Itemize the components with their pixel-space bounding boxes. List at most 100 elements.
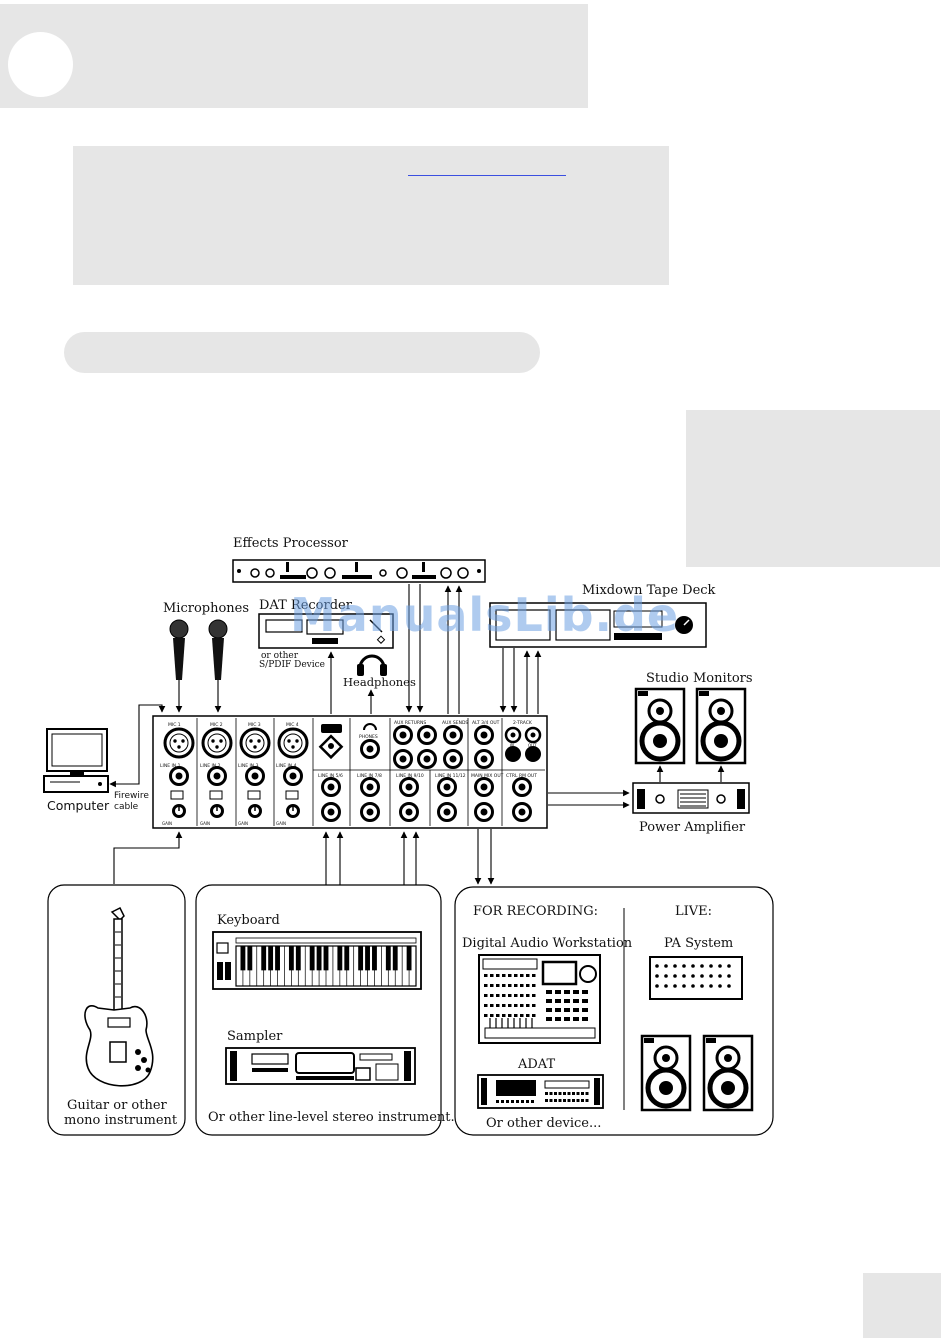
effects-processor: Effects Processor [232,536,486,583]
section-pill [64,332,540,373]
studio-monitor-left-icon [636,689,684,763]
aux-return-3-jack[interactable] [393,749,413,769]
side-note-box [686,410,940,567]
ctrl-rm-out-l-jack[interactable] [512,777,532,797]
aux-return-4-jack[interactable] [417,749,437,769]
svg-text:CTRL RM OUT: CTRL RM OUT [506,773,537,779]
other-device-label: Or other device... [486,1116,601,1131]
pa-system-icon [649,956,743,1000]
svg-text:AUX RETURNS: AUX RETURNS [394,720,426,726]
ctrl-rm-out-r-jack[interactable] [512,802,532,822]
sampler-label: Sampler [227,1029,283,1044]
daw-label: Digital Audio Workstation [462,936,633,951]
svg-text:LINE IN 7/8: LINE IN 7/8 [357,773,382,779]
line-in-6-jack[interactable] [321,802,341,822]
headphones-label: Headphones [343,675,416,689]
gain-knob-1[interactable] [171,803,187,819]
dat-or-other: or other [261,651,299,661]
aux-return-2-jack[interactable] [417,725,437,745]
computer-icon [43,728,109,793]
microphones: Microphones [163,601,249,680]
line-in-9-jack[interactable] [399,777,419,797]
line-in-10-jack[interactable] [399,802,419,822]
phones-jack[interactable] [360,739,380,759]
header-bar [0,4,588,108]
mic-3-xlr-input[interactable] [239,727,271,759]
chapter-circle [8,32,73,97]
main-mix-out-l-jack[interactable] [474,777,494,797]
computer-label: Computer [47,798,110,813]
line-in-8-jack[interactable] [360,802,380,822]
keyboard-icon [212,931,422,990]
power-amplifier-label: Power Amplifier [639,820,746,835]
svg-text:LINE IN 9/10: LINE IN 9/10 [396,773,424,779]
svg-text:PHONES: PHONES [359,734,378,740]
line-in-12-jack[interactable] [437,802,457,822]
svg-text:LINE IN 3: LINE IN 3 [238,763,259,769]
firewire-port[interactable] [321,724,342,733]
mic-1-xlr-input[interactable] [163,727,195,759]
svg-text:AUX SENDS: AUX SENDS [442,720,468,726]
svg-text:MIC 3: MIC 3 [248,722,261,728]
guitar-box: Guitar or other mono instrument [47,884,186,1136]
aux-send-1-jack[interactable] [443,725,463,745]
line-in-4-jack[interactable] [283,766,303,786]
adat-icon [477,1074,604,1109]
headphones: Headphones [343,654,416,689]
gain-knob-2[interactable] [209,803,225,819]
output-devices-box: FOR RECORDING: LIVE: Digital Audio Works… [454,886,774,1136]
note-box [73,146,669,285]
aux-send-2-jack[interactable] [443,749,463,769]
microphone-2-icon [208,619,228,680]
mic-4-xlr-input[interactable] [277,727,309,759]
mixdown-tape-deck-label: Mixdown Tape Deck [582,583,716,598]
svg-text:LINE IN 11/12: LINE IN 11/12 [435,773,466,779]
svg-text:GAIN: GAIN [238,821,248,826]
studio-monitor-right-icon [697,689,745,763]
gain-knob-4[interactable] [285,803,301,819]
svg-text:OUT: OUT [528,743,537,748]
svg-text:GAIN: GAIN [162,821,172,826]
guitar-icon [84,906,154,1087]
dat-recorder: DAT Recorder or other S/PDIF Device [258,598,394,670]
note-link[interactable] [408,175,566,176]
main-mix-out-r-jack[interactable] [474,802,494,822]
aux-return-1-jack[interactable] [393,725,413,745]
svg-text:GAIN: GAIN [276,821,286,826]
studio-monitors-label: Studio Monitors [646,671,753,686]
adat-label: ADAT [517,1057,555,1072]
guitar-label-line2: mono instrument [64,1113,178,1128]
line-in-7-jack[interactable] [360,777,380,797]
mixdown-tape-deck: Mixdown Tape Deck [489,583,716,648]
keyboard-label: Keyboard [217,913,280,928]
daw-icon [478,954,601,1044]
guitar-label-line1: Guitar or other [67,1098,168,1113]
mic-2-xlr-input[interactable] [201,727,233,759]
svg-text:LINE IN 2: LINE IN 2 [200,763,221,769]
line-in-1-jack[interactable] [169,766,189,786]
svg-text:IN: IN [510,743,514,748]
gain-knob-3[interactable] [247,803,263,819]
page-number-box [863,1273,941,1338]
studio-monitors: Studio Monitors [636,671,753,763]
power-amplifier: Power Amplifier [632,782,750,835]
line-in-11-jack[interactable] [437,777,457,797]
alt-out-4-jack[interactable] [474,749,494,769]
live-label: LIVE: [675,904,712,919]
microphones-label: Microphones [163,601,249,616]
svg-text:MIC 4: MIC 4 [286,722,299,728]
headphones-icon [357,654,387,676]
line-in-2-jack[interactable] [207,766,227,786]
svg-text:ALT 3/4 OUT: ALT 3/4 OUT [472,720,500,726]
line-in-5-jack[interactable] [321,777,341,797]
svg-text:LINE IN 5/6: LINE IN 5/6 [318,773,343,779]
svg-text:GAIN: GAIN [200,821,210,826]
svg-text:LINE IN 4: LINE IN 4 [276,763,297,769]
line-in-3-jack[interactable] [245,766,265,786]
pa-speaker-right-icon [704,1036,752,1110]
microphone-1-icon [169,619,189,680]
svg-text:MIC 1: MIC 1 [168,722,181,728]
svg-text:LINE IN 1: LINE IN 1 [160,763,181,769]
alt-out-3-jack[interactable] [474,725,494,745]
